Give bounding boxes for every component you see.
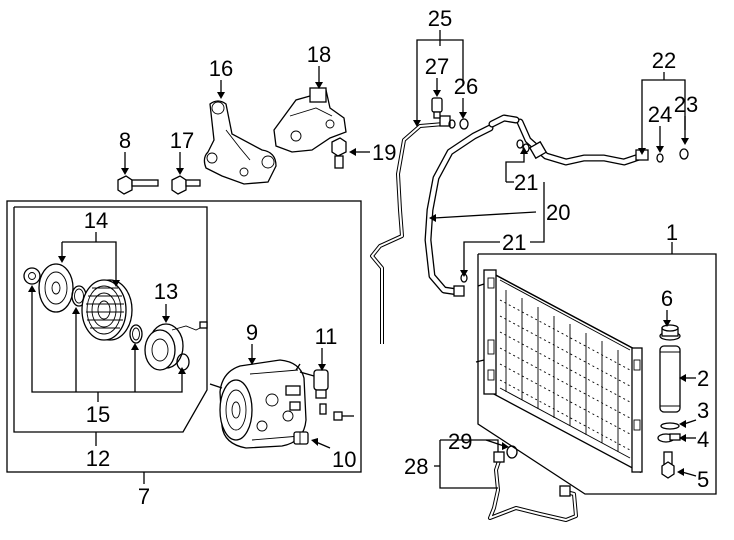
clutch-nut-icon bbox=[23, 267, 41, 285]
callout-6: 6 bbox=[661, 286, 673, 311]
control-valve-icon bbox=[299, 369, 329, 399]
callout-21b-leader bbox=[460, 241, 500, 277]
callout-12: 12 bbox=[86, 446, 110, 471]
condenser-icon bbox=[475, 269, 643, 474]
o-ring-icon bbox=[656, 148, 689, 163]
shim-icon bbox=[176, 353, 190, 371]
bolt-icon bbox=[117, 175, 159, 195]
callout-29: 29 bbox=[448, 429, 472, 454]
callout-14: 14 bbox=[84, 208, 108, 233]
callout-28-leader bbox=[434, 439, 499, 489]
callout-6-leader bbox=[663, 310, 671, 327]
relief-valve-icon bbox=[293, 431, 309, 445]
callout-17-leader bbox=[176, 152, 184, 175]
callout-10-leader bbox=[311, 438, 331, 449]
callout-2-leader bbox=[679, 374, 696, 382]
bolt-icon bbox=[171, 175, 201, 195]
callout-1: 1 bbox=[666, 220, 678, 245]
clutch-pulley-icon bbox=[23, 263, 208, 371]
o-ring-icon bbox=[448, 118, 469, 130]
callout-17: 17 bbox=[170, 128, 194, 153]
callout-8-leader bbox=[121, 152, 129, 175]
condenser-group-box bbox=[477, 253, 717, 495]
callout-5: 5 bbox=[697, 467, 709, 492]
callout-22-leader bbox=[638, 72, 689, 155]
callout-3-leader bbox=[679, 419, 697, 428]
refrigerant-hose-icon bbox=[488, 451, 578, 522]
callout-8: 8 bbox=[119, 128, 131, 153]
callout-27-leader bbox=[433, 78, 441, 97]
callout-20-leader bbox=[429, 211, 537, 222]
callout-18: 18 bbox=[307, 42, 331, 67]
callout-10: 10 bbox=[332, 447, 356, 472]
callout-25: 25 bbox=[428, 6, 452, 31]
callout-28: 28 bbox=[404, 454, 428, 479]
o-ring-icon bbox=[660, 422, 680, 430]
callout-21a: 21 bbox=[514, 170, 538, 195]
callout-29-leader bbox=[485, 439, 509, 450]
bracket-icon bbox=[273, 87, 347, 153]
callout-13: 13 bbox=[154, 279, 178, 304]
drier-cap-icon bbox=[659, 324, 681, 341]
callout-2021-bracket bbox=[530, 182, 545, 243]
callout-9: 9 bbox=[246, 320, 258, 345]
callout-14-leader bbox=[58, 232, 120, 287]
condenser-core-fins bbox=[499, 290, 631, 452]
bolt-icon bbox=[319, 403, 354, 421]
callout-23: 23 bbox=[674, 92, 698, 117]
refrigerant-hose-icon bbox=[370, 114, 649, 344]
callout-9-leader bbox=[248, 344, 256, 365]
callout-15: 15 bbox=[86, 402, 110, 427]
callout-19: 19 bbox=[372, 140, 396, 165]
bracket-icon bbox=[203, 100, 277, 185]
snap-ring-icon bbox=[129, 324, 143, 344]
callout-21a-leader bbox=[505, 147, 528, 183]
compressor-group-box bbox=[6, 200, 362, 473]
receiver-drier-icon bbox=[659, 345, 681, 413]
callout-5-leader bbox=[677, 468, 697, 477]
callout-4-leader bbox=[679, 434, 696, 442]
callout-16: 16 bbox=[209, 56, 233, 81]
clutch-group-box bbox=[13, 206, 208, 433]
drier-plug-icon bbox=[657, 433, 681, 443]
o-ring-icon bbox=[506, 445, 518, 459]
callout-25-leader bbox=[413, 30, 464, 127]
callout-11: 11 bbox=[315, 324, 338, 349]
callout-3: 3 bbox=[697, 398, 709, 423]
callout-13-leader bbox=[162, 304, 170, 323]
callout-26-leader bbox=[459, 98, 467, 119]
bolt-icon bbox=[661, 451, 675, 479]
callout-24-leader bbox=[656, 126, 664, 153]
callout-2: 2 bbox=[697, 366, 709, 391]
service-valve-icon bbox=[431, 97, 443, 119]
callout-24: 24 bbox=[648, 102, 672, 127]
field-coil-icon bbox=[144, 321, 208, 371]
pulley-icon bbox=[81, 279, 133, 341]
callout-26: 26 bbox=[454, 74, 478, 99]
callout-16-leader bbox=[217, 80, 225, 99]
callout-4: 4 bbox=[697, 427, 709, 452]
callout-15-leader bbox=[28, 285, 186, 402]
callout-20: 20 bbox=[546, 200, 570, 225]
clutch-hub-icon bbox=[38, 263, 74, 313]
callout-19-leader bbox=[349, 148, 370, 156]
compressor-icon bbox=[209, 359, 307, 449]
bolt-icon bbox=[331, 137, 347, 169]
callout-21b: 21 bbox=[502, 230, 526, 255]
callout-11-leader bbox=[318, 348, 326, 371]
callout-27: 27 bbox=[425, 54, 449, 79]
callout-7: 7 bbox=[138, 484, 150, 509]
callout-22: 22 bbox=[652, 48, 676, 73]
callout-18-leader bbox=[315, 66, 323, 89]
